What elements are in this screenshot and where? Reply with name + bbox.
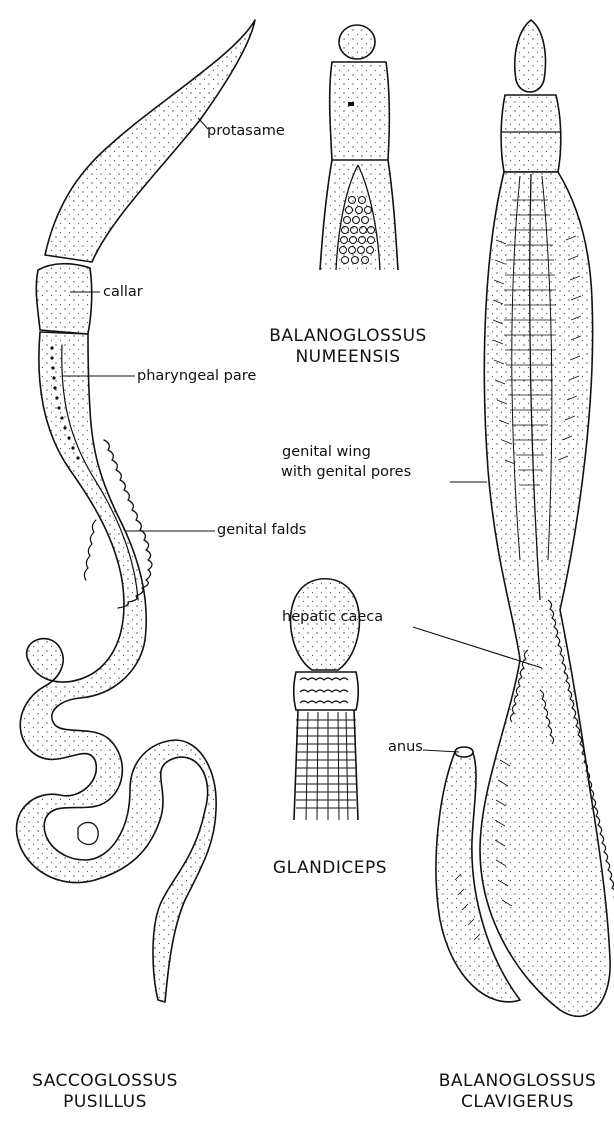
label-anus: anus (388, 739, 423, 755)
numeensis-head (320, 25, 398, 270)
caption-clavigerus-species: CLAVIGERUS (425, 1092, 610, 1113)
caption-clavigerus-genus: BALANOGLOSSUS (425, 1071, 610, 1092)
label-genital-folds: genital falds (217, 522, 306, 538)
caption-saccoglossus-genus: SACCOGLOSSUS (10, 1071, 200, 1092)
caption-numeensis-species: NUMEENSIS (263, 347, 433, 368)
label-genital-wing-2: with genital pores (281, 464, 411, 480)
saccoglossus-worm (16, 20, 255, 1002)
label-pharyngeal-pore: pharyngeal pare (137, 368, 256, 384)
caption-glandiceps: GLANDICEPS (260, 858, 400, 879)
caption-saccoglossus-pusillus: SACCOGLOSSUS PUSILLUS (10, 1071, 200, 1113)
label-genital-wing-1: genital wing (282, 444, 371, 460)
caption-saccoglossus-species: PUSILLUS (10, 1092, 200, 1113)
glandiceps-trunk (294, 710, 358, 820)
caption-balanoglossus-numeensis: BALANOGLOSSUS NUMEENSIS (263, 326, 433, 368)
caption-numeensis-genus: BALANOGLOSSUS (263, 326, 433, 347)
label-hepatic-caeca: hepatic caeca (282, 609, 383, 625)
label-protosome: protasame (207, 123, 285, 139)
caption-glandiceps-genus: GLANDICEPS (260, 858, 400, 879)
label-collar: callar (103, 284, 143, 300)
caption-balanoglossus-clavigerus: BALANOGLOSSUS CLAVIGERUS (425, 1071, 610, 1113)
clavigerus-worm (436, 20, 614, 1016)
